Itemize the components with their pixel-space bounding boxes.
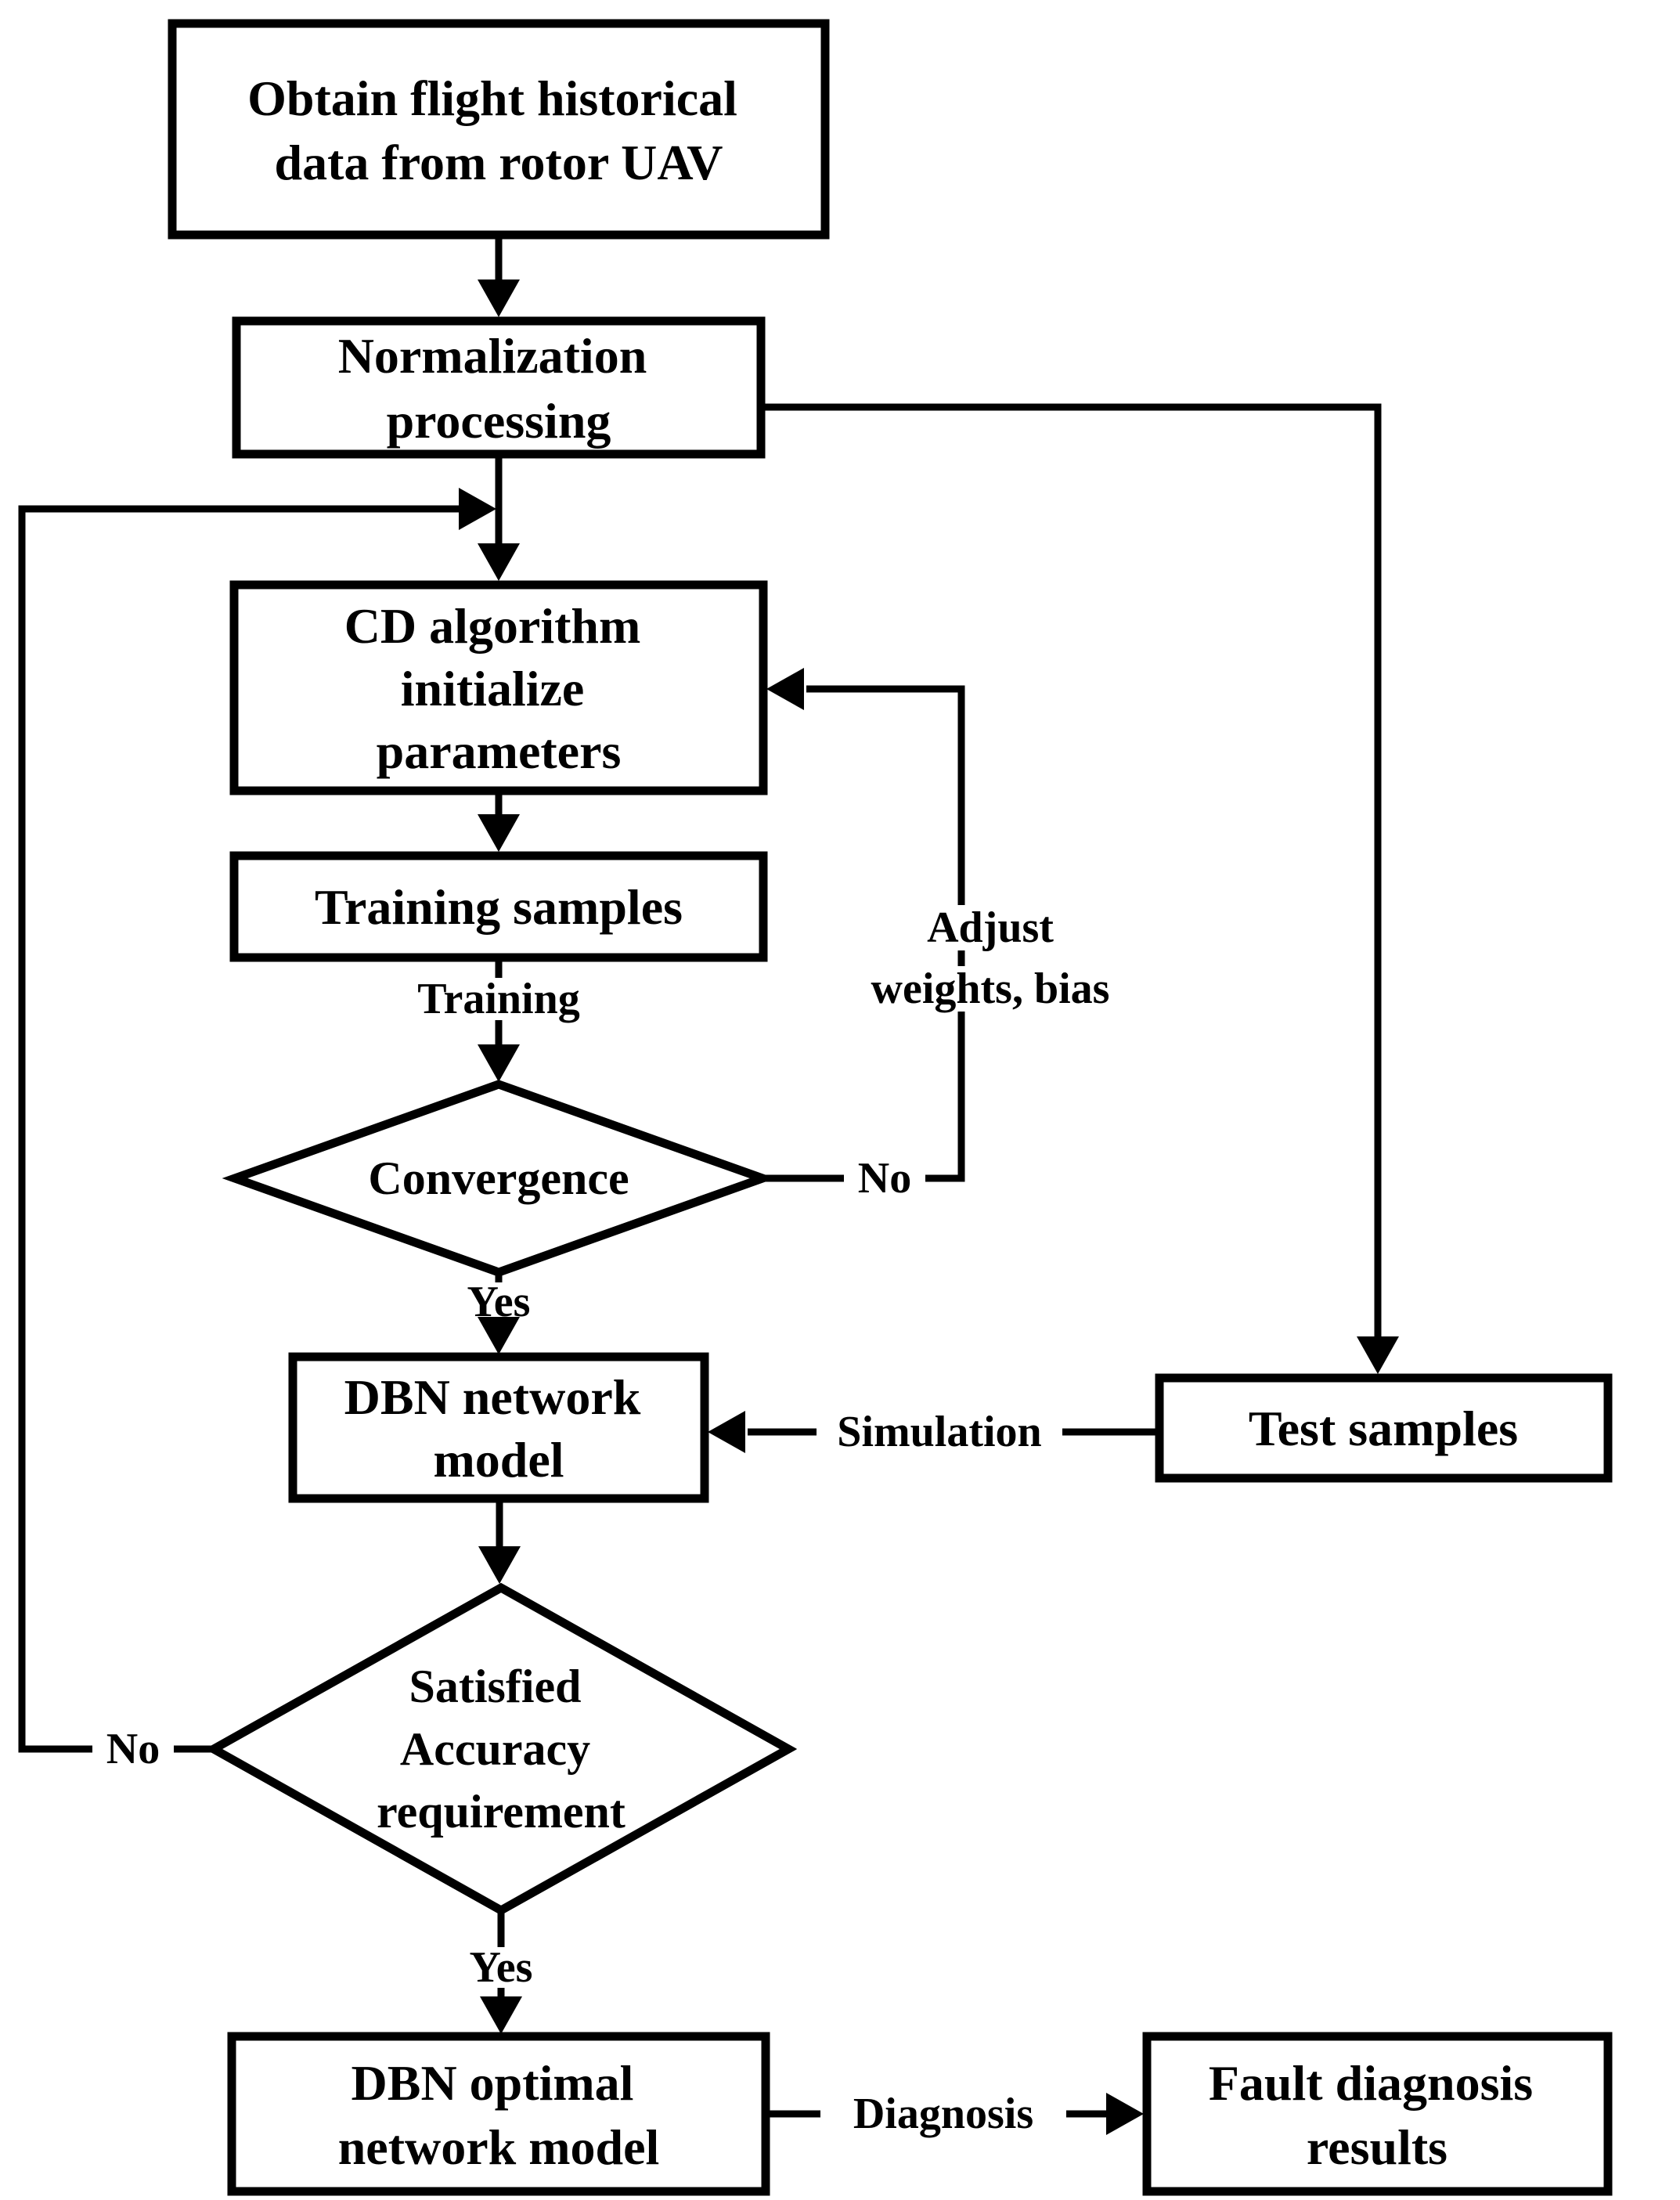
process-box [1142,2032,1613,2196]
arrow-right-icon [459,488,496,530]
process-box [229,851,768,962]
arrow-left-icon [708,1411,745,1453]
edge-label-diagnosis: Diagnosis [853,2090,1033,2138]
arrow-down-icon [478,1044,520,1082]
node-cd-algorithm-label: CD algorithm initialize parameters [344,598,654,779]
edge-label-weights-bias: weights, bias [871,965,1110,1013]
arrow-down-icon [478,1546,521,1584]
node-satisfied-accuracy-label: Satisfied Accuracy requirement [377,1661,625,1838]
node-test-samples-label: Test samples [1249,1401,1518,1456]
edge-label-training: Training [417,975,579,1023]
node-dbn-optimal-model-label: DBN optimal network model [338,2055,660,2175]
process-box [1155,1373,1613,1483]
node-dbn-network-model: DBN network model [288,1352,709,1503]
node-convergence-decision: Convergence [222,1080,776,1277]
label-background [907,905,1074,950]
arrow-down-icon [480,1996,522,2034]
decision-diamond [204,1582,798,1916]
arrow-satisfied-no-to-junction: No [18,488,496,1773]
arrow-right-icon [1106,2093,1144,2135]
node-convergence-label: Convergence [368,1152,629,1204]
edge-label-simulation: Simulation [837,1408,1041,1456]
label-background [92,1728,174,1770]
node-dbn-optimal-model: DBN optimal network model [227,2032,770,2196]
process-box [227,2032,770,2196]
node-test-samples: Test samples [1155,1373,1613,1483]
decision-diamond [222,1080,776,1277]
process-box [168,19,830,240]
arrow-convergence-no-feedback: No Adjust weights, bias [762,668,1135,1203]
process-box [232,316,766,459]
arrow-normalization-to-test-samples [761,403,1399,1374]
arrow-down-icon [478,543,520,581]
node-training-samples-label: Training samples [315,879,683,935]
arrow-down-icon [478,1317,520,1354]
node-normalization-label: Normalization processing [338,328,660,449]
label-background [452,1947,550,1988]
node-normalization: Normalization processing [232,316,766,459]
arrow-dbn-to-satisfied [478,1499,521,1584]
node-fault-diagnosis-results-label: Fault diagnosis results [1209,2055,1545,2175]
label-background [845,966,1135,1012]
node-training-samples: Training samples [229,851,768,962]
node-obtain-flight-data-label: Obtain flight historical data from rotor… [247,70,750,190]
node-obtain-flight-data: Obtain flight historical data from rotor… [168,19,830,240]
arrow-convergence-yes-to-dbn: Yes [450,1272,547,1354]
arrow-dbn-optimal-to-fault: Diagnosis [766,2090,1144,2138]
label-background [817,1411,1062,1453]
node-fault-diagnosis-results: Fault diagnosis results [1142,2032,1613,2196]
edge-label-yes: Yes [470,1943,533,1992]
arrow-satisfied-yes-to-dbn-optimal: Yes [452,1910,550,2034]
label-background [450,1282,547,1322]
edge-label-no: No [106,1725,160,1773]
node-satisfied-accuracy-decision: Satisfied Accuracy requirement [204,1582,798,1916]
arrow-obtain-to-normalization [478,235,520,317]
edge-label-no: No [858,1154,911,1203]
arrow-normalization-to-cd [478,454,520,581]
arrow-training-to-convergence: Training [397,958,600,1082]
edge-label-adjust: Adjust [927,903,1054,952]
arrow-down-icon [478,814,520,852]
node-cd-algorithm: CD algorithm initialize parameters [229,580,768,795]
label-background [844,1157,925,1199]
arrow-left-icon [766,668,804,710]
process-box [229,580,768,795]
label-background [820,2093,1066,2135]
arrow-down-icon [1357,1336,1399,1374]
arrow-cd-to-training [478,791,520,852]
process-box [288,1352,709,1503]
node-dbn-network-model-label: DBN network model [344,1369,654,1488]
label-background [397,978,600,1020]
arrow-down-icon [478,280,520,317]
arrow-test-samples-to-dbn: Simulation [708,1408,1159,1456]
edge-rail [761,403,1382,1340]
